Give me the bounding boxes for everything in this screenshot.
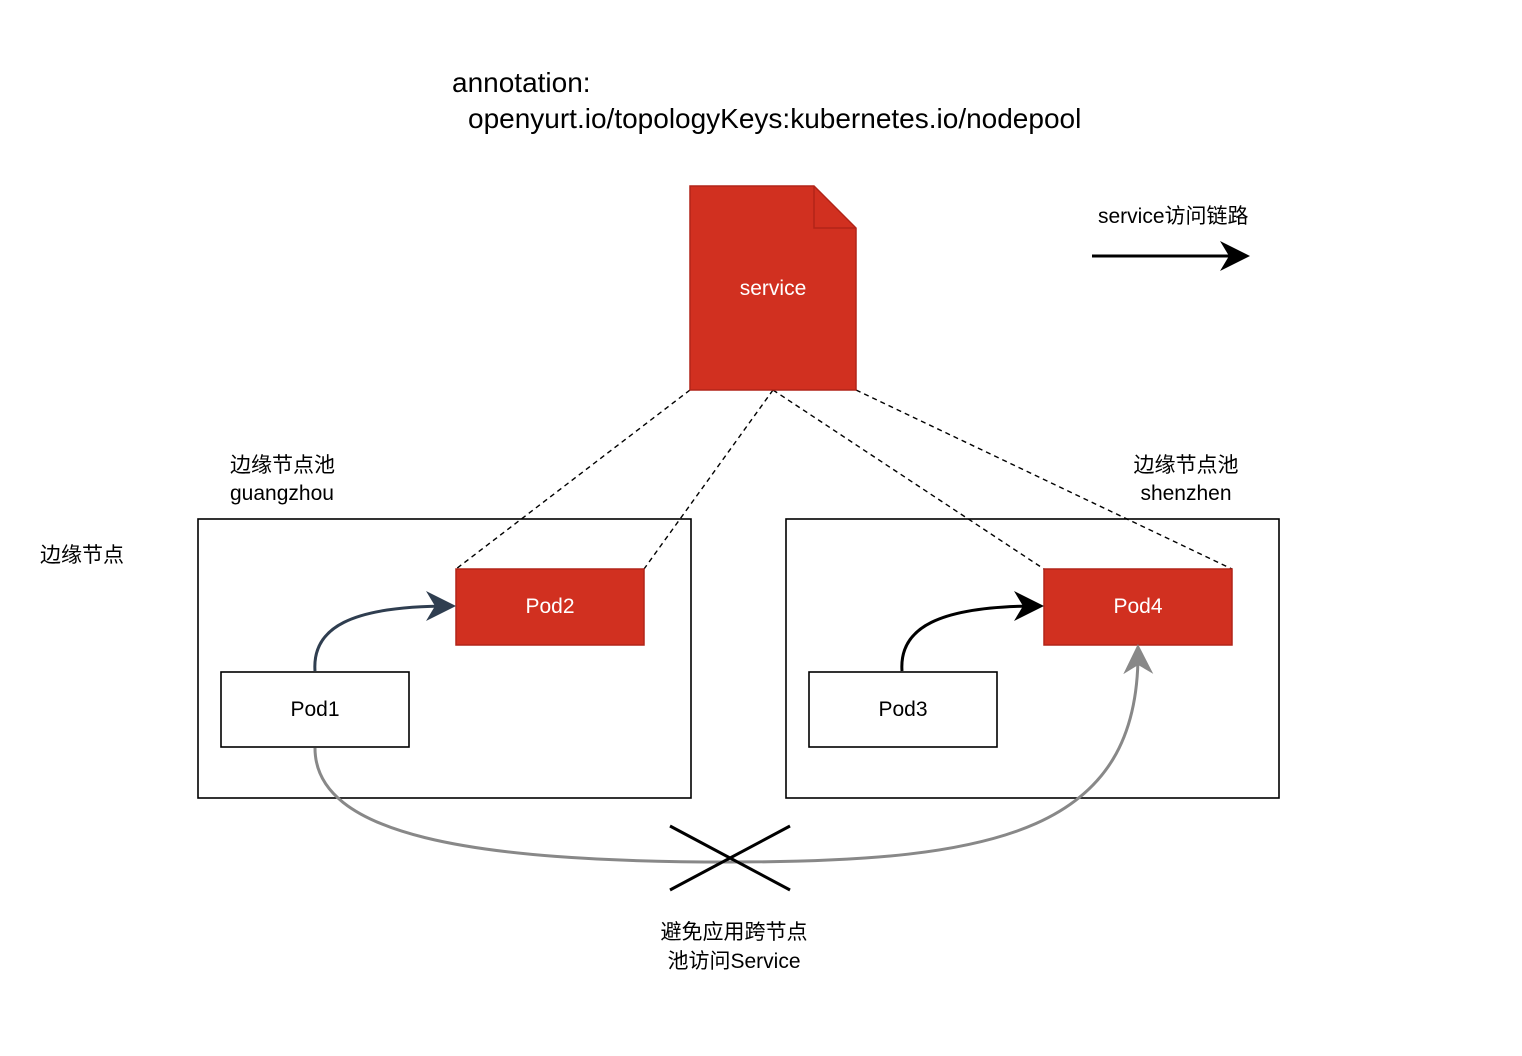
service-link-pod4-left — [772, 389, 1045, 570]
node-pool-guangzhou-name: guangzhou — [230, 482, 334, 505]
service-link-pod2-right — [643, 389, 774, 570]
pod1-label: Pod1 — [290, 697, 340, 721]
pod2-label: Pod2 — [525, 595, 575, 618]
cross-pool-note-line2: 池访问Service — [667, 950, 801, 973]
cross-pool-note-line1: 避免应用跨节点 — [660, 921, 808, 944]
node-pool-guangzhou-box — [197, 518, 692, 799]
pod3-label: Pod3 — [878, 697, 928, 721]
node-pool-guangzhou-label: 边缘节点池 guangzhou — [230, 452, 335, 508]
arrow-pod1-to-pod2 — [313, 591, 456, 672]
blocked-cross-mark-b — [669, 824, 791, 892]
node-pool-guangzhou-title: 边缘节点池 — [230, 454, 335, 477]
legend-label: service访问链路 — [1098, 205, 1249, 228]
pod1-box[interactable] — [220, 671, 410, 748]
annotation-title: annotation: — [452, 67, 591, 98]
arrow-pod3-to-pod4 — [900, 591, 1044, 672]
service-document-fold — [813, 186, 856, 229]
node-pool-shenzhen-name: shenzhen — [1140, 482, 1232, 505]
pod3-box[interactable] — [808, 671, 998, 748]
pod4-label: Pod4 — [1113, 595, 1163, 618]
edge-node-label: 边缘节点 — [40, 544, 124, 567]
service-link-pod2-left — [455, 389, 691, 570]
service-label: service — [739, 277, 807, 300]
service-link-pod4-right — [855, 389, 1233, 570]
node-pool-shenzhen-label: 边缘节点池 shenzhen — [1106, 452, 1266, 508]
arrow-pod1-to-pod4-blocked — [313, 644, 1154, 864]
pod2-box[interactable] — [455, 568, 645, 646]
service-document-shape[interactable] — [689, 185, 857, 391]
node-pool-shenzhen-box — [785, 518, 1280, 799]
pod4-box[interactable] — [1043, 568, 1233, 646]
annotation-value: openyurt.io/topologyKeys:kubernetes.io/n… — [468, 103, 1082, 134]
node-pool-shenzhen-title: 边缘节点池 — [1133, 454, 1239, 477]
cross-pool-note: 避免应用跨节点 池访问Service — [594, 918, 874, 976]
